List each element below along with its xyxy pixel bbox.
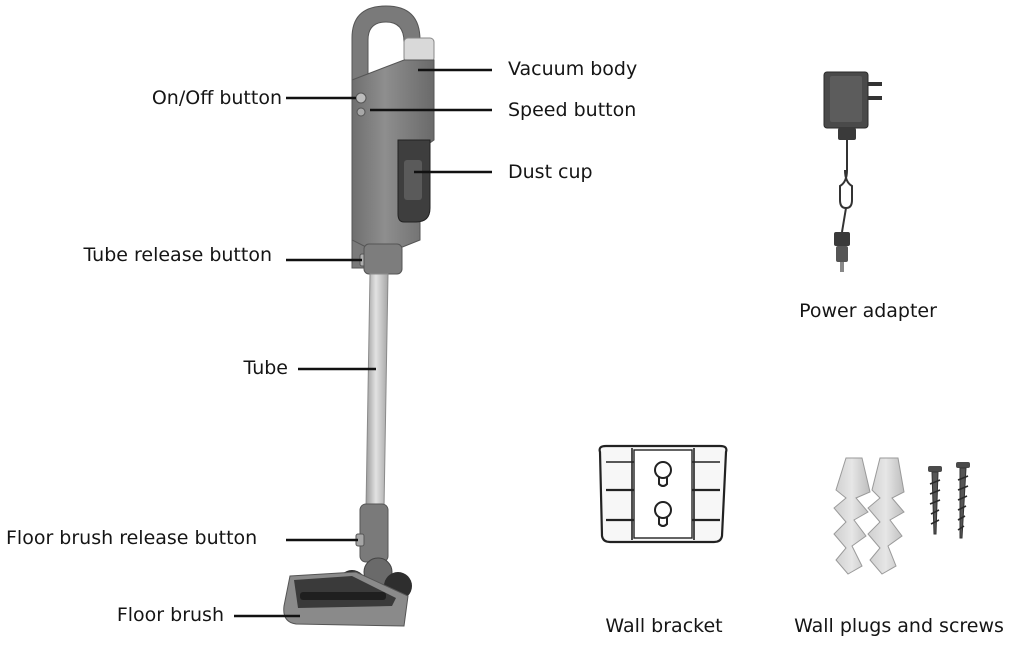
power-adapter-illustration	[823, 71, 882, 272]
motor-cap	[403, 37, 435, 63]
speed-button-shape	[356, 107, 366, 117]
label-floor-brush-release-button: Floor brush release button	[6, 527, 258, 549]
label-tube: Tube	[243, 357, 288, 379]
tube-collar	[363, 243, 403, 275]
brush-neck	[359, 503, 389, 563]
label-wall-plugs-and-screws: Wall plugs and screws	[794, 615, 1004, 637]
floor-brush-roller	[300, 592, 386, 600]
label-vacuum-body: Vacuum body	[508, 58, 638, 80]
label-wall-bracket: Wall bracket	[605, 615, 723, 637]
leader-lines	[234, 68, 492, 618]
tube-shape	[365, 273, 389, 509]
label-power-adapter: Power adapter	[799, 300, 937, 322]
label-floor-brush: Floor brush	[116, 604, 224, 626]
label-speed-button: Speed button	[508, 99, 637, 121]
dust-cup-inner	[404, 160, 422, 200]
label-tube-release-button: Tube release button	[83, 244, 272, 266]
wall-bracket-illustration	[598, 444, 728, 544]
label-dust-cup: Dust cup	[508, 161, 593, 183]
screws-illustration	[928, 462, 970, 539]
stick-vacuum	[283, 5, 435, 627]
label-on-off-button: On/Off button	[151, 87, 282, 109]
on-off-button-shape	[355, 92, 367, 104]
wall-plugs-illustration	[833, 457, 905, 575]
